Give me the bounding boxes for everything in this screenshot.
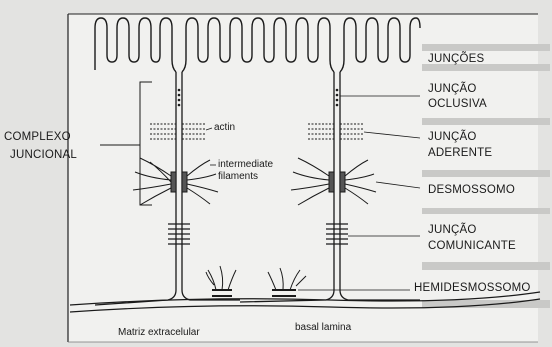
matriz-extracelular-label: Matriz extracelular xyxy=(118,327,200,338)
juncoes-header: JUNÇÕES xyxy=(428,52,484,65)
complexo-juncional-line1: COMPLEXO xyxy=(4,131,71,143)
juncao-oclusiva-line2: OCLUSIVA xyxy=(428,98,487,110)
hemidesmossomo-label: HEMIDESMOSSOMO xyxy=(414,282,531,294)
juncao-oclusiva-line1: JUNÇÃO xyxy=(428,82,476,95)
juncao-comunicante-line2: COMUNICANTE xyxy=(428,240,516,252)
desmossomo-label: DESMOSSOMO xyxy=(428,184,515,196)
juncao-aderente-line1: JUNÇÃO xyxy=(428,130,476,143)
basal-lamina-label: basal lamina xyxy=(295,322,352,333)
actin-label: actin xyxy=(214,122,235,133)
intermediate-filaments-line2: filaments xyxy=(218,171,258,182)
juncao-comunicante-line1: JUNÇÃO xyxy=(428,223,476,236)
intermediate-filaments-line1: intermediate xyxy=(218,159,273,170)
juncao-aderente-line2: ADERENTE xyxy=(428,147,492,159)
complexo-juncional-line2: JUNCIONAL xyxy=(10,149,77,161)
